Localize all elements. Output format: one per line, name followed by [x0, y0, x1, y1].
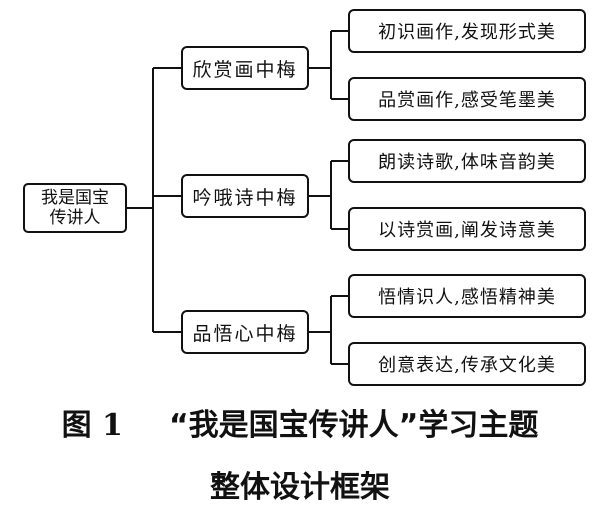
caption-line1: “我是国宝传讲人”学习主题 — [168, 408, 539, 443]
leaf-label: 朗读诗歌,体味音韵美 — [378, 152, 556, 173]
leaf-label: 以诗赏画,阐发诗意美 — [378, 220, 556, 241]
figure-number: 图 1 — [61, 408, 123, 443]
branch-node-2: 吟哦诗中梅 — [181, 174, 309, 218]
root-node: 我是国宝 传讲人 — [23, 183, 127, 233]
root-label-line2: 传讲人 — [49, 208, 101, 228]
branch-label: 欣赏画中梅 — [192, 58, 298, 81]
branch-label: 品悟心中梅 — [192, 322, 298, 345]
leaf-node-2a: 朗读诗歌,体味音韵美 — [348, 139, 586, 183]
caption-line2: 整体设计框架 — [210, 470, 390, 505]
leaf-label: 创意表达,传承文化美 — [378, 355, 556, 376]
leaf-label: 初识画作,发现形式美 — [378, 22, 556, 43]
leaf-label: 悟情识人,感悟精神美 — [378, 287, 556, 308]
leaf-node-2b: 以诗赏画,阐发诗意美 — [348, 207, 586, 251]
figure-caption: 图 1 “我是国宝传讲人”学习主题 — [0, 400, 600, 444]
branch-node-3: 品悟心中梅 — [181, 310, 309, 354]
branch-label: 吟哦诗中梅 — [192, 186, 298, 209]
leaf-node-3b: 创意表达,传承文化美 — [348, 342, 586, 386]
leaf-node-1b: 品赏画作,感受笔墨美 — [348, 77, 586, 121]
leaf-node-3a: 悟情识人,感悟精神美 — [348, 274, 586, 318]
figure-caption-line2: 整体设计框架 — [0, 462, 600, 506]
leaf-node-1a: 初识画作,发现形式美 — [348, 9, 586, 53]
leaf-label: 品赏画作,感受笔墨美 — [378, 90, 556, 111]
branch-node-1: 欣赏画中梅 — [181, 46, 309, 90]
root-label-line1: 我是国宝 — [41, 188, 109, 208]
